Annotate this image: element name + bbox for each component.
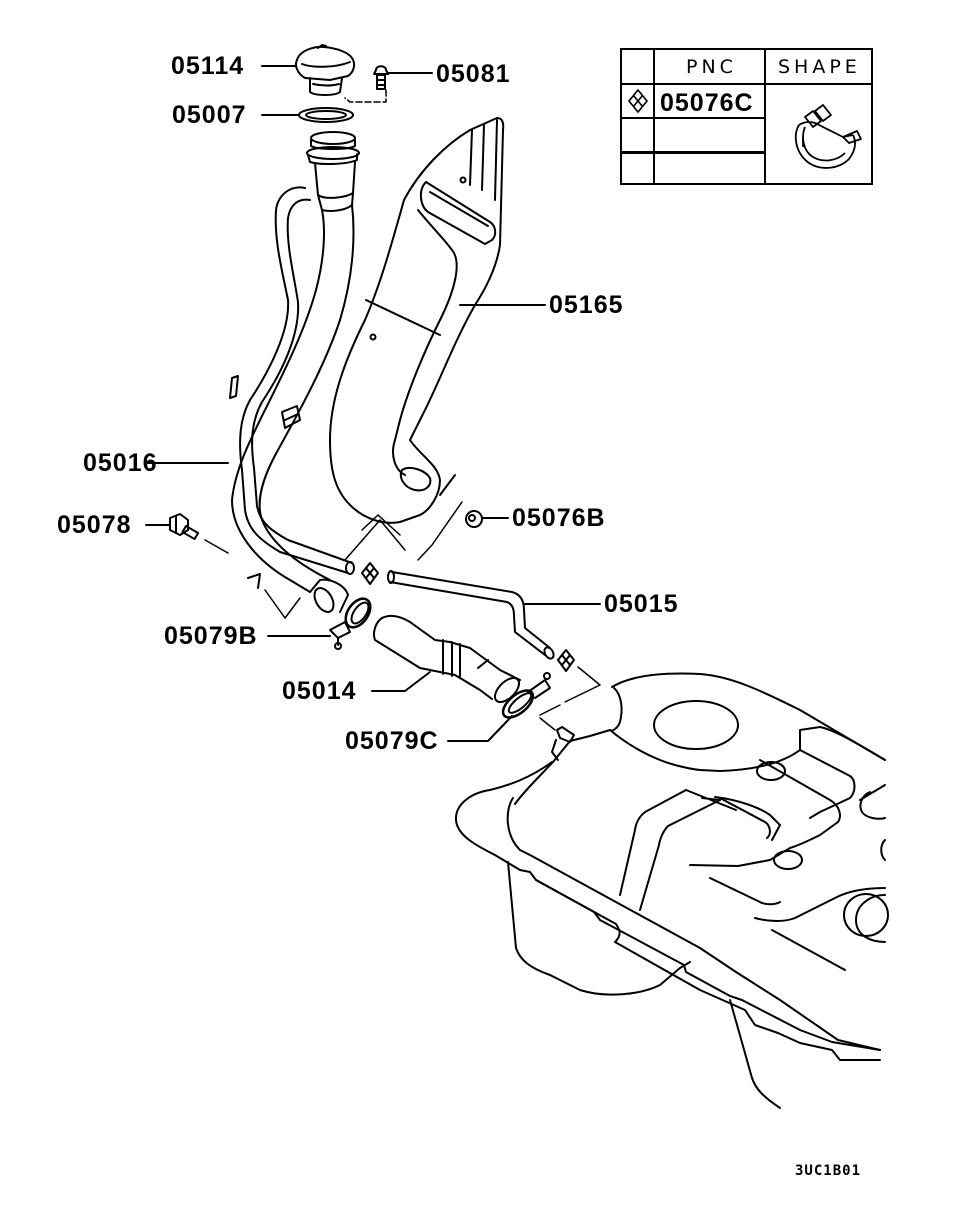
table-divider	[622, 83, 871, 85]
callout-05079C[interactable]: 05079C	[345, 727, 439, 755]
callout-05014[interactable]: 05014	[282, 677, 357, 705]
fuel-tank-part	[456, 674, 888, 1108]
gasket-part[interactable]	[299, 108, 353, 122]
pnc-table: PNC SHAPE 05076C	[620, 48, 873, 185]
callout-05015[interactable]: 05015	[604, 590, 679, 618]
shape-header: SHAPE	[778, 56, 861, 78]
filler-neck-part[interactable]	[230, 132, 359, 615]
table-divider	[653, 50, 655, 183]
table-divider	[622, 151, 766, 154]
screw-part[interactable]	[374, 66, 388, 89]
assembly-line	[205, 540, 228, 553]
bolt-part[interactable]	[170, 514, 198, 539]
callout-05007[interactable]: 05007	[172, 101, 247, 129]
table-divider	[622, 117, 766, 119]
filler-hose-part[interactable]	[374, 616, 523, 706]
pnc-value: 05076C	[660, 89, 754, 117]
assembly-line	[540, 667, 600, 730]
diamond-icon	[558, 650, 574, 671]
assembly-line	[345, 90, 386, 102]
callout-05078[interactable]: 05078	[57, 511, 132, 539]
assembly-line	[345, 502, 462, 560]
callout-05016[interactable]: 05016	[83, 449, 158, 477]
hose-clamp-part[interactable]	[498, 673, 550, 722]
protector-part[interactable]	[330, 118, 503, 523]
leader-05014	[372, 672, 430, 691]
pnc-header: PNC	[686, 56, 737, 78]
hose-clamp-icon	[787, 95, 867, 175]
diamond-icon	[627, 89, 649, 113]
callout-05165[interactable]: 05165	[549, 291, 624, 319]
callout-05079B[interactable]: 05079B	[164, 622, 258, 650]
callout-05081[interactable]: 05081	[436, 60, 511, 88]
callout-05114[interactable]: 05114	[171, 52, 245, 80]
leader-05079C	[448, 716, 512, 741]
table-divider	[764, 50, 766, 183]
diamond-icon	[362, 563, 378, 584]
hose-clamp-part[interactable]	[330, 594, 375, 649]
breather-hose-part[interactable]	[388, 571, 555, 660]
fuel-cap-part[interactable]	[296, 45, 354, 95]
nut-part[interactable]	[466, 511, 482, 527]
callout-05076B[interactable]: 05076B	[512, 504, 606, 532]
assembly-line	[265, 590, 300, 618]
drawing-code: 3UC1B01	[795, 1163, 862, 1179]
